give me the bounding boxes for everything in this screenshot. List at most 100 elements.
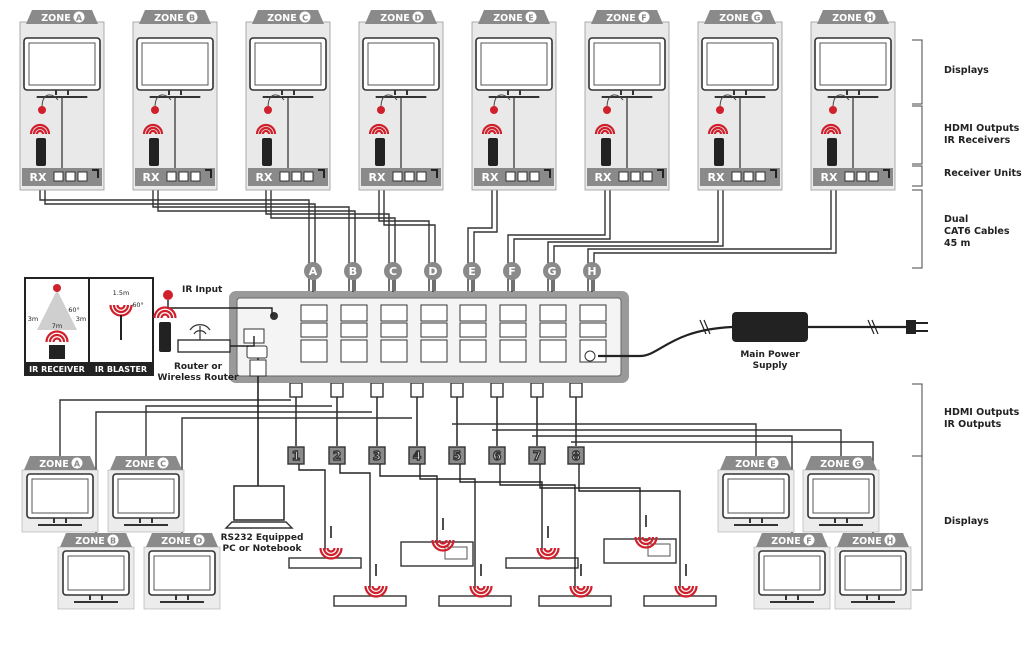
- ir-receiver-title: IR RECEIVER: [29, 365, 85, 374]
- cat6-cable: [39, 186, 310, 292]
- rx-label: RX: [595, 171, 612, 184]
- ir-receiver-eye: [264, 106, 272, 114]
- zone-letter-badge: [767, 457, 779, 469]
- ir-wave: [481, 123, 503, 135]
- rs232-label: RS232 Equipped PC or Notebook: [220, 533, 304, 554]
- ir-wave: [431, 539, 455, 552]
- receiver-power-plug: [205, 169, 212, 178]
- hdbaset-port: [579, 304, 607, 322]
- display-screen: [763, 555, 821, 591]
- display-screen: [117, 478, 175, 514]
- ir-input-cable: [167, 300, 273, 316]
- ir-blaster-angle: 60°: [132, 301, 144, 309]
- ir-wave-icon: [674, 585, 698, 598]
- zone-letter-badge: [71, 457, 83, 469]
- receiver-port: [190, 171, 201, 182]
- zone-tab-label: ZONE: [735, 459, 764, 470]
- zone-letter: A: [74, 460, 81, 469]
- port-letter: C: [389, 265, 397, 278]
- zone-letter-badge: [107, 534, 119, 546]
- bracket: [912, 105, 923, 165]
- receiver-port: [844, 171, 855, 182]
- receiver-port: [755, 171, 766, 182]
- port-letter-badge: [384, 262, 402, 280]
- port-letter: F: [508, 265, 516, 278]
- cat6-cable: [270, 186, 396, 292]
- ir-wave: [536, 547, 560, 560]
- source-box: [288, 557, 362, 569]
- ir-cable: [832, 94, 850, 109]
- ir-wave: [569, 585, 593, 598]
- cat6-cable: [473, 186, 498, 292]
- ir-wave: [434, 539, 452, 549]
- output-number: 4: [413, 449, 421, 463]
- ir-wave: [255, 123, 277, 135]
- source-box: [643, 595, 717, 607]
- output-number: 6: [493, 449, 501, 463]
- ir-port: [579, 322, 607, 338]
- ir-wave-icon: [820, 123, 842, 135]
- ir-wave: [374, 129, 384, 135]
- bottom-display: [807, 473, 875, 526]
- display-stand: [734, 518, 778, 526]
- receiver-port: [53, 171, 64, 182]
- top-display: [249, 37, 327, 98]
- ir-wave-icon: [481, 123, 503, 135]
- zone-letter-badge: [864, 11, 876, 23]
- zone-letter-badge: [638, 11, 650, 23]
- rx-label: RX: [30, 171, 47, 184]
- hdmi-display-cable: [492, 429, 842, 456]
- zone-letter: C: [160, 460, 166, 469]
- ir-wave: [710, 126, 726, 135]
- receiver-power-plug: [883, 169, 890, 178]
- hdbaset-port: [539, 304, 567, 322]
- bracket: [912, 455, 923, 591]
- hdbaset-port: [499, 304, 527, 322]
- ir-wave-icon: [368, 123, 390, 135]
- remote-control-icon: [375, 138, 385, 166]
- hdmi-plug: [410, 382, 424, 398]
- receiver-port: [291, 171, 302, 182]
- remote-control-icon: [36, 138, 46, 166]
- ir-receiver-eye: [829, 106, 837, 114]
- rx-label: RX: [143, 171, 160, 184]
- zone-tab-label: ZONE: [820, 459, 849, 470]
- source-hdmi-cable: [298, 464, 326, 550]
- port-letter: A: [309, 265, 318, 278]
- dc-power-cable: [598, 325, 733, 358]
- ir-wave: [677, 585, 695, 595]
- ir-wave: [148, 129, 158, 135]
- source-hdmi-cable: [419, 464, 476, 588]
- source-device-6: [499, 464, 612, 607]
- hdmi-plug: [569, 382, 583, 398]
- source-hdmi-cable: [339, 464, 371, 588]
- output-number: 7: [533, 449, 541, 463]
- ir-wave-icon: [569, 585, 593, 598]
- display-screen: [31, 478, 89, 514]
- ir-receiver-eye: [38, 106, 46, 114]
- hdmi-plug: [450, 382, 464, 398]
- ir-wave: [153, 306, 177, 319]
- zone-tab-label: ZONE: [154, 13, 183, 24]
- port-letter: G: [547, 265, 556, 278]
- source-box: [603, 538, 677, 564]
- cat6-cable: [593, 186, 837, 292]
- ir-wave: [487, 129, 497, 135]
- zone-letter-badge: [852, 457, 864, 469]
- zone-letter-badge: [186, 11, 198, 23]
- ir-cable: [41, 94, 59, 109]
- zone-tab-label: ZONE: [719, 13, 748, 24]
- remote-control-icon: [49, 345, 65, 359]
- hdmi-plug: [530, 382, 544, 398]
- ir-wave: [641, 536, 651, 542]
- hdmi-display-cable: [452, 423, 757, 456]
